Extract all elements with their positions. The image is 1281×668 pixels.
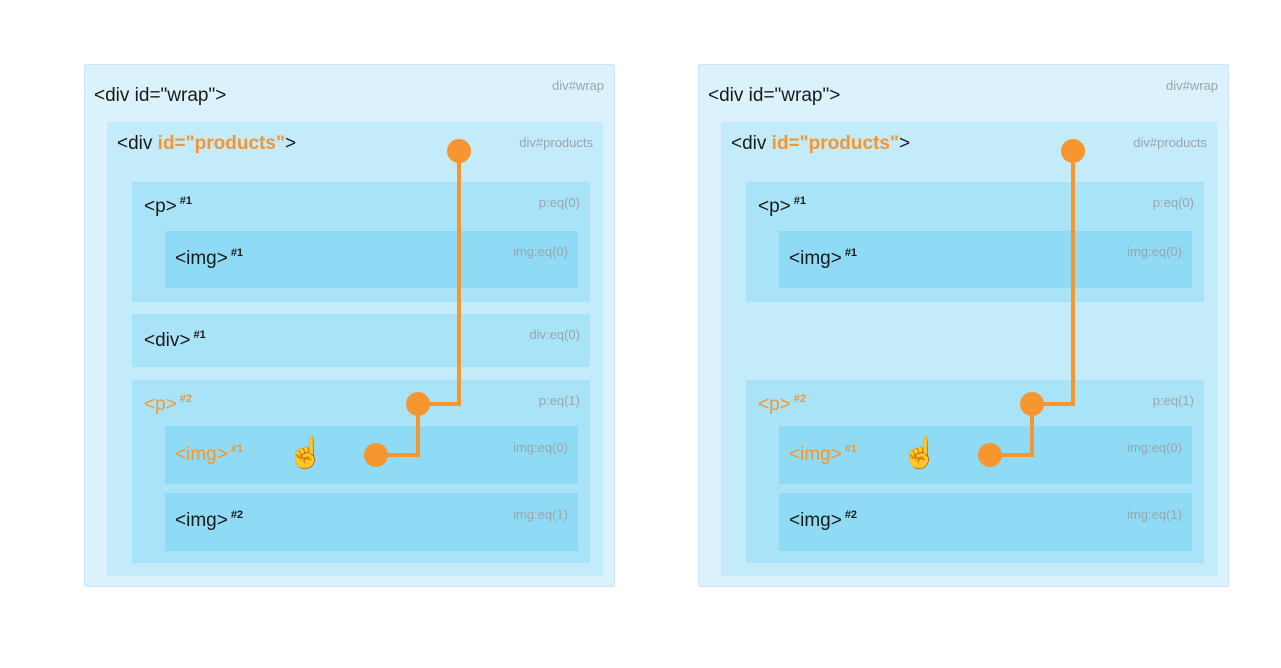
div1-tag: <div>#1 <box>144 329 206 351</box>
p2-img1-tag: <img>#1 <box>789 443 858 465</box>
p1-tag: <p>#1 <box>758 195 807 217</box>
p1-img-box: <img>#1 img:eq(0) <box>165 231 578 288</box>
connector-dot-img <box>978 443 1002 467</box>
connector-path <box>364 139 471 467</box>
p2-img1-selector: img:eq(0) <box>513 440 568 455</box>
p2-tag: <p>#2 <box>758 393 807 415</box>
wrap-tag: <div id="wrap"> <box>94 85 227 106</box>
p2-img2-tag: <img>#2 <box>789 509 858 531</box>
connector-dot-p2 <box>1020 392 1044 416</box>
products-selector: div#products <box>1133 135 1207 150</box>
p2-selector: p:eq(1) <box>1152 393 1194 408</box>
p1-tag: <p>#1 <box>144 195 193 217</box>
wrap-tag: <div id="wrap"> <box>708 85 841 106</box>
wrap-selector: div#wrap <box>551 78 604 93</box>
products-tag: <div id="products"> <box>117 133 297 154</box>
connector-dot-p2 <box>406 392 430 416</box>
connector-dot-products <box>1061 139 1085 163</box>
p2-img1-tag: <img>#1 <box>175 443 244 465</box>
p1-selector: p:eq(0) <box>538 195 580 210</box>
p2-img1-selector: img:eq(0) <box>1127 440 1182 455</box>
products-selector: div#products <box>519 135 593 150</box>
p2-img2-box: <img>#2 img:eq(1) <box>779 493 1192 551</box>
p2-img2-box: <img>#2 img:eq(1) <box>165 493 578 551</box>
connector-dot-img <box>364 443 388 467</box>
p1-img-tag: <img>#1 <box>175 247 244 269</box>
p1-img-selector: img:eq(0) <box>513 244 568 259</box>
p1-img-tag: <img>#1 <box>789 247 858 269</box>
p1-selector: p:eq(0) <box>1152 195 1194 210</box>
diagram-without-div: <div id="wrap"> div#wrap <div id="produc… <box>698 64 1229 587</box>
p1-img-box: <img>#1 img:eq(0) <box>779 231 1192 288</box>
div1-box: <div>#1 div:eq(0) <box>132 314 590 367</box>
p2-selector: p:eq(1) <box>538 393 580 408</box>
connector-dot-products <box>447 139 471 163</box>
hand-pointer-icon: ☝ <box>901 437 939 470</box>
p2-tag: <p>#2 <box>144 393 193 415</box>
p2-img2-selector: img:eq(1) <box>1127 507 1182 522</box>
p2-img2-tag: <img>#2 <box>175 509 244 531</box>
wrap-selector: div#wrap <box>1165 78 1218 93</box>
p2-img2-selector: img:eq(1) <box>513 507 568 522</box>
products-tag: <div id="products"> <box>731 133 911 154</box>
diagram-with-div: <div id="wrap"> div#wrap <div id="produc… <box>84 64 615 587</box>
hand-pointer-icon: ☝ <box>287 437 325 470</box>
div1-selector: div:eq(0) <box>529 327 580 342</box>
connector-path <box>978 139 1085 467</box>
p1-img-selector: img:eq(0) <box>1127 244 1182 259</box>
